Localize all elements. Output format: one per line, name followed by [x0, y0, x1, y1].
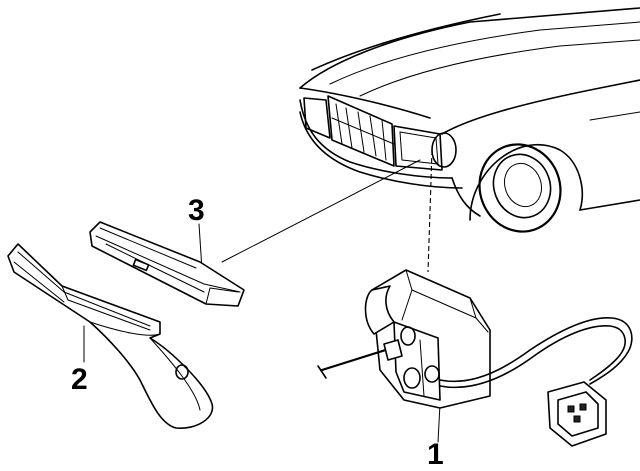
callout-label-3: 3 [188, 194, 205, 227]
vehicle-front-illustration [299, 7, 640, 233]
part-1-wiper-motor [317, 269, 633, 447]
callout-label-2: 2 [71, 363, 88, 396]
part-2-wiper-arm [7, 243, 214, 429]
leader-lines [83, 149, 441, 443]
part-3-wiper-blade [89, 221, 245, 307]
callout-label-1: 1 [427, 438, 444, 471]
